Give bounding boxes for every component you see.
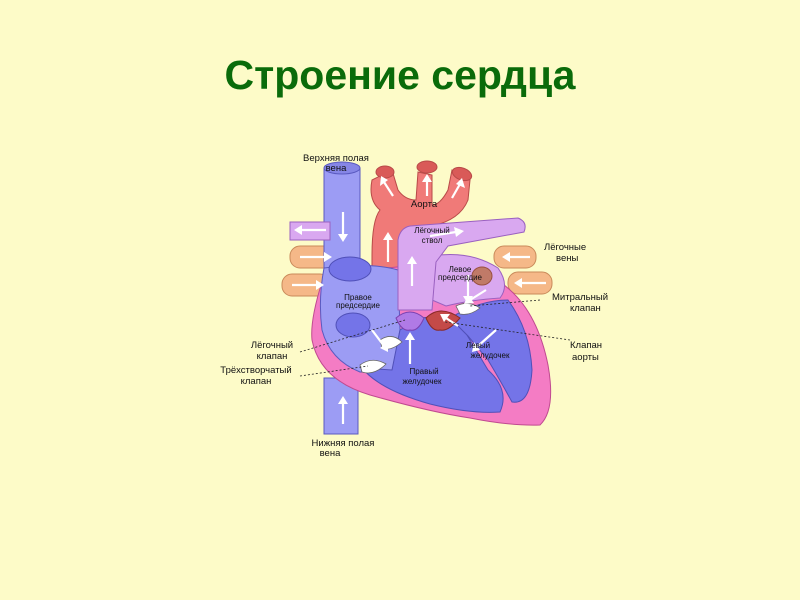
svg-text:вена: вена <box>320 448 341 459</box>
svg-text:Правый: Правый <box>409 367 438 376</box>
svg-text:желудочек: желудочек <box>471 351 510 360</box>
svg-text:Лёгочные: Лёгочные <box>544 242 586 253</box>
leader-lines <box>299 299 571 377</box>
svg-text:Клапан: Клапан <box>570 340 602 351</box>
svg-text:ствол: ствол <box>422 236 443 245</box>
flow-arrows <box>292 174 546 424</box>
label-aortic-valve: Клапан аорты <box>570 340 602 363</box>
label-right-atrium: Правое предсердие <box>336 293 381 310</box>
mitral-valve-shape <box>455 303 481 315</box>
svg-text:Левое: Левое <box>449 265 472 274</box>
svg-text:вены: вены <box>556 253 578 264</box>
svg-text:клапан: клапан <box>570 303 601 314</box>
svg-text:желудочек: желудочек <box>403 377 442 386</box>
label-pulmonary-veins: Лёгочные вены <box>544 242 586 264</box>
svg-text:Лёгочный: Лёгочный <box>414 226 450 235</box>
svg-text:Правое: Правое <box>344 293 372 302</box>
svg-text:предсердие: предсердие <box>336 301 381 310</box>
svg-text:Лёгочный: Лёгочный <box>251 340 293 351</box>
svg-text:Нижняя полая: Нижняя полая <box>312 438 375 449</box>
svg-text:предсердие: предсердие <box>438 273 483 282</box>
tricuspid-valve-shape <box>359 336 403 374</box>
svg-text:клапан: клапан <box>257 351 288 362</box>
label-right-ventricle: Правый желудочек <box>403 367 442 386</box>
slide-title: Строение сердца <box>224 52 576 98</box>
label-mitral-valve: Митральный клапан <box>552 292 608 314</box>
svg-text:Левый: Левый <box>466 341 490 350</box>
svg-text:клапан: клапан <box>241 376 272 387</box>
svg-text:Митральный: Митральный <box>552 292 608 303</box>
label-pulmonary-trunk: Лёгочный ствол <box>414 226 450 245</box>
label-aorta: Аорта <box>411 199 438 210</box>
svg-text:аорты: аорты <box>572 352 599 363</box>
right-ventricle <box>360 314 504 413</box>
aortic-valve-shape <box>425 310 461 331</box>
label-inferior-vena-cava: Нижняя полая вена <box>312 438 375 459</box>
svg-text:Верхняя полая: Верхняя полая <box>303 153 369 164</box>
svg-text:вена: вена <box>326 163 347 174</box>
label-pulmonary-valve: Лёгочный клапан <box>251 340 293 362</box>
label-tricuspid-valve: Трёхстворчатый клапан <box>220 365 291 387</box>
label-superior-vena-cava: Верхняя полая вена <box>303 153 369 174</box>
label-left-atrium: Левое предсердие <box>438 265 483 282</box>
svg-text:Трёхстворчатый: Трёхстворчатый <box>220 365 291 376</box>
pulmonary-valve-shape <box>395 311 425 331</box>
label-left-ventricle: Левый желудочек <box>466 341 510 360</box>
